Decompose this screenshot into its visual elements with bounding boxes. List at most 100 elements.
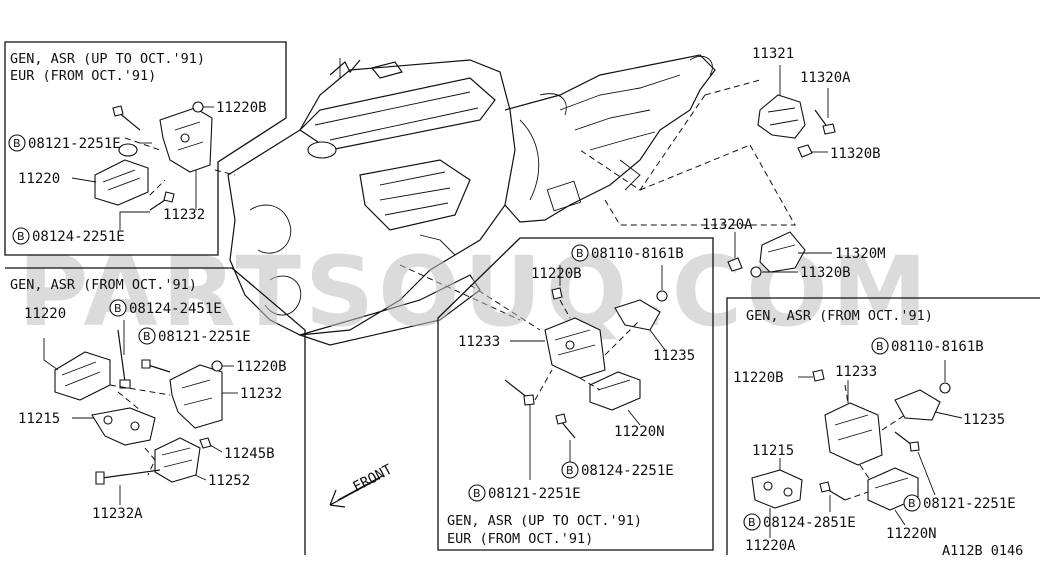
bolt-mark-b xyxy=(12,227,30,245)
box-mid-left-line1: GEN, ASR (FROM OCT.'91) xyxy=(10,277,197,293)
bolt-tl-2 xyxy=(149,191,175,211)
box-center: GEN, ASR (UP TO OCT.'91) EUR (FROM OCT.'… xyxy=(437,237,714,551)
bolt-11232A xyxy=(95,469,161,485)
bolt-mark-b xyxy=(571,244,589,262)
box-center-line1: GEN, ASR (UP TO OCT.'91) xyxy=(447,513,642,529)
engine-assembly-drawing xyxy=(227,54,716,346)
bracket-11235-center xyxy=(614,299,661,331)
nut-11220B-ml xyxy=(211,360,223,372)
box-top-left: GEN, ASR (UP TO OCT.'91) EUR (FROM OCT.'… xyxy=(4,41,287,256)
mount-11252-ml xyxy=(154,437,201,483)
label-11215-right: 11215 xyxy=(752,443,794,459)
box-mid-left: GEN, ASR (FROM OCT.'91) xyxy=(5,267,306,555)
front-direction-arrow: FRONT xyxy=(329,461,396,508)
label-11235-center: 11235 xyxy=(653,348,695,364)
bolt-mark-letter: B xyxy=(576,247,584,260)
label-11220-tl: 11220 xyxy=(18,171,60,187)
label-11220B-ml: 11220B xyxy=(236,359,287,375)
nut-11220B-tl xyxy=(192,101,204,113)
label-08121-tl: 08121-2251E xyxy=(28,136,121,152)
label-11220-ml: 11220 xyxy=(24,306,66,322)
bolt-11320A-bottom xyxy=(727,257,743,272)
label-08121-center: 08121-2251E xyxy=(488,486,581,502)
label-11233-right: 11233 xyxy=(835,364,877,380)
bolt-08121-ml xyxy=(141,359,171,373)
bolt-11320A-top xyxy=(814,109,836,135)
bracket-11232-ml xyxy=(169,364,223,429)
bracket-11235-right xyxy=(894,389,941,421)
bolt-08121-center xyxy=(504,379,535,406)
bolt-mark-letter: B xyxy=(17,230,25,243)
label-11220N-right: 11220N xyxy=(886,526,937,542)
bolt-08124-center xyxy=(555,413,576,439)
label-11320A-top: 11320A xyxy=(800,70,851,86)
mount-insulator-11220-tl xyxy=(94,143,149,206)
nut-11320B-bottom xyxy=(750,266,762,278)
label-11321: 11321 xyxy=(752,46,794,62)
bracket-11232-tl xyxy=(159,107,213,173)
bracket-11233-right xyxy=(824,402,883,466)
label-11232-ml: 11232 xyxy=(240,386,282,402)
box-top-left-line2: EUR (FROM OCT.'91) xyxy=(10,68,156,84)
box-right-line1: GEN, ASR (FROM OCT.'91) xyxy=(746,308,933,324)
bracket-11233-center xyxy=(544,317,606,379)
rear-mount-group: 11321 11320A 11320B 11320A 11320M 11320B xyxy=(702,46,886,281)
bolt-mark-b xyxy=(138,327,156,345)
label-11235-right: 11235 xyxy=(963,412,1005,428)
nut-11320B-top xyxy=(797,144,813,158)
bolt-mark-b xyxy=(8,134,26,152)
label-11245B: 11245B xyxy=(224,446,275,462)
bolt-mark-b xyxy=(109,299,127,317)
label-11220B-center: 11220B xyxy=(531,266,582,282)
bolt-08110-center xyxy=(656,290,668,302)
nut-11220B-right xyxy=(812,369,825,382)
bolt-tl-1 xyxy=(112,105,141,131)
label-11320A-bottom: 11320A xyxy=(702,217,753,233)
label-11220B-right: 11220B xyxy=(733,370,784,386)
label-11252: 11252 xyxy=(208,473,250,489)
rear-mount-11321 xyxy=(757,94,806,139)
label-11220B-tl: 11220B xyxy=(216,100,267,116)
label-08124-center: 08124-2251E xyxy=(581,463,674,479)
label-11320B-top: 11320B xyxy=(830,146,881,162)
bolt-mark-b xyxy=(743,513,761,531)
nut-11245B xyxy=(199,437,212,449)
label-11215-ml: 11215 xyxy=(18,411,60,427)
bolt-08110-right xyxy=(939,382,951,394)
rear-member-11320M xyxy=(759,231,806,273)
box-center-line2: EUR (FROM OCT.'91) xyxy=(447,531,593,547)
bolt-mark-letter: B xyxy=(748,516,756,529)
label-08121-right: 08121-2251E xyxy=(923,496,1016,512)
label-11320B-bottom: 11320B xyxy=(800,265,851,281)
bolt-mark-letter: B xyxy=(473,487,481,500)
bolt-08124-right xyxy=(819,481,846,501)
bolt-mark-letter: B xyxy=(566,464,574,477)
bolt-mark-letter: B xyxy=(143,330,151,343)
bolt-mark-letter: B xyxy=(876,340,884,353)
label-11233-center: 11233 xyxy=(458,334,500,350)
bolt-mark-b xyxy=(561,461,579,479)
label-11320M: 11320M xyxy=(835,246,886,262)
label-08121-ml: 08121-2251E xyxy=(158,329,251,345)
label-08124-tl: 08124-2251E xyxy=(32,229,125,245)
insulator-11220N-center xyxy=(589,371,641,411)
mount-insulator-11220-ml xyxy=(54,351,111,401)
bolt-mark-b xyxy=(871,337,889,355)
bracket-11215-right xyxy=(751,469,803,509)
label-08110-center: 08110-8161B xyxy=(591,246,684,262)
bolt-mark-b xyxy=(468,484,486,502)
bolt-mark-b xyxy=(903,494,921,512)
bracket-11215-ml xyxy=(91,407,156,446)
box-right: GEN, ASR (FROM OCT.'91) xyxy=(726,297,1040,555)
label-11220N-center: 11220N xyxy=(614,424,665,440)
front-label: FRONT xyxy=(350,461,395,495)
box-top-left-line1: GEN, ASR (UP TO OCT.'91) xyxy=(10,51,205,67)
label-08110-right: 08110-8161B xyxy=(891,339,984,355)
label-08124-ml: 08124-2451E xyxy=(129,301,222,317)
bolt-mark-letter: B xyxy=(114,302,122,315)
label-08124-right: 08124-2851E xyxy=(763,515,856,531)
bolt-08121-right xyxy=(894,431,920,452)
diagram-code: A112B 0146 xyxy=(942,543,1023,559)
label-11232-tl: 11232 xyxy=(163,207,205,223)
